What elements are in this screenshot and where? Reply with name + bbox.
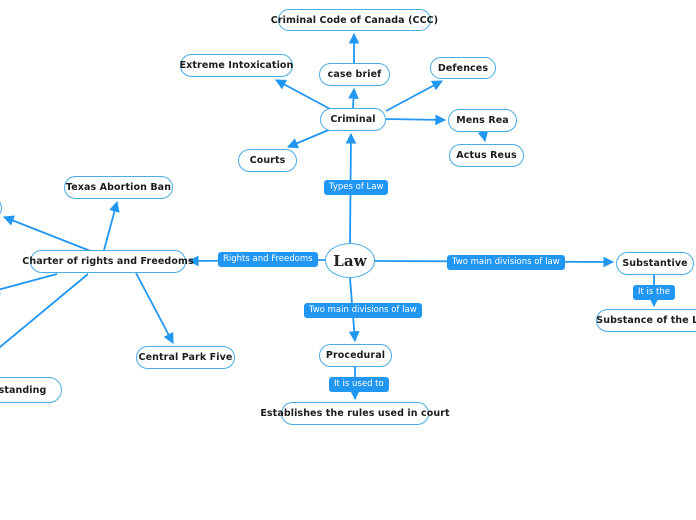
edge-criminal-case-brief (348, 87, 359, 109)
node-substantive[interactable]: Substantive (616, 252, 694, 275)
node-label: case brief (327, 69, 382, 80)
edge-criminal-extreme (275, 79, 333, 111)
node-label: Courts (249, 155, 286, 166)
node-label: Central Park Five (138, 352, 233, 363)
node-label: Substantive (622, 258, 688, 269)
node-notwithstanding[interactable]: Notwithstanding (0, 377, 62, 403)
node-procedural[interactable]: Procedural (319, 344, 392, 367)
edge-charter-offscreen (0, 273, 58, 295)
node-label: Actus Reus (456, 150, 517, 161)
edge-charter-cutoff (2, 215, 94, 253)
edge-label-types-of-law[interactable]: Types of Law (324, 180, 389, 195)
node-charter-of-rights-and-freedoms[interactable]: Charter of rights and Freedoms (22, 250, 194, 273)
edge-criminal-defences (385, 80, 443, 112)
edge-charter-notwithstanding (0, 273, 89, 349)
node-label: Criminal (330, 114, 376, 125)
node-label: Procedural (325, 350, 386, 361)
node-courts[interactable]: Courts (238, 149, 297, 172)
edge-label-two-main-divisions-bottom[interactable]: Two main divisions of law (304, 303, 422, 318)
node-substance-of-the-law[interactable]: Substance of the Law (596, 309, 696, 332)
node-label: Defences (437, 62, 489, 74)
node-texas-abortion-ban[interactable]: Texas Abortion Ban (64, 176, 173, 199)
edge-label-rights-and-freedoms[interactable]: Rights and Freedoms (218, 252, 318, 267)
edge-label-it-is-the[interactable]: It is the (633, 285, 675, 300)
node-case-brief[interactable]: case brief (319, 63, 390, 86)
node-actus-reus[interactable]: Actus Reus (449, 144, 524, 167)
node-label: Notwithstanding (0, 384, 47, 396)
edge-label-two-main-divisions-right[interactable]: Two main divisions of law (447, 255, 565, 270)
node-establishes-rules-used-in-court[interactable]: Establishes the rules used in court (260, 402, 450, 425)
edge-mens-rea-actus-reus (477, 130, 489, 143)
node-label: Substance of the Law (596, 315, 696, 326)
node-label: Extreme Intoxication (179, 60, 294, 71)
node-defences[interactable]: Defences (430, 57, 496, 79)
node-label: Texas Abortion Ban (65, 182, 172, 193)
edge-criminal-mens-rea (385, 114, 447, 126)
edge-criminal-courts (287, 128, 332, 149)
edge-charter-texas (103, 200, 120, 251)
node-central-park-five[interactable]: Central Park Five (136, 346, 235, 369)
node-extreme-intoxication[interactable]: Extreme Intoxication (180, 54, 293, 77)
edge-charter-central-park (135, 272, 174, 344)
node-label: Mens Rea (456, 115, 509, 126)
node-criminal[interactable]: Criminal (320, 108, 386, 131)
node-criminal-code-of-canada[interactable]: Criminal Code of Canada (CCC) (271, 9, 438, 31)
node-label: Charter of rights and Freedoms (22, 256, 194, 267)
node-mens-rea[interactable]: Mens Rea (448, 109, 517, 132)
node-label: Establishes the rules used in court (260, 408, 450, 419)
edge-label-it-is-used-to[interactable]: It is used to (329, 377, 389, 392)
node-label: Criminal Code of Canada (CCC) (270, 14, 439, 26)
node-law-central-topic[interactable]: Law (325, 243, 375, 278)
node-label: Law (333, 251, 367, 270)
